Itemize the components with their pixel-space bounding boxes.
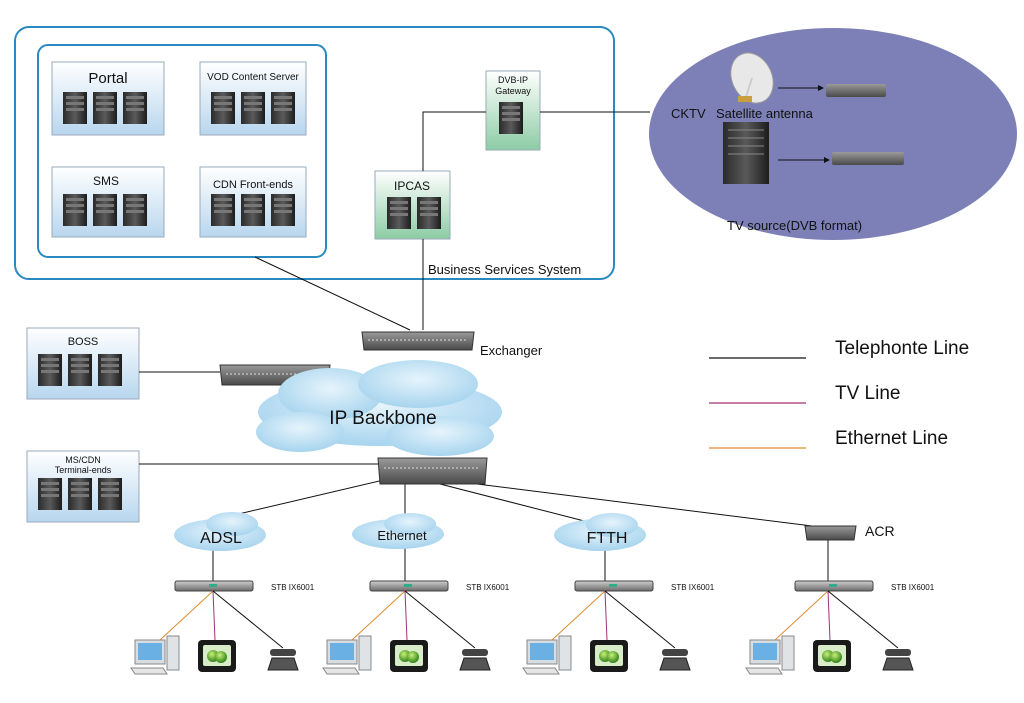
server-icon [241,194,265,226]
business-services-panel [14,26,615,280]
client-site: STB IX6001 [322,580,510,675]
ipcas-group[interactable]: IPCAS [374,170,451,240]
cktv-rack-icon [723,122,769,184]
tv-source-caption: TV source(DVB format) [727,218,862,233]
ftth-cloud: FTTH [554,513,646,551]
adsl-label: ADSL [200,530,242,547]
stb-label: STB IX6001 [271,583,315,592]
client-site: STB IX6001 [130,580,315,675]
stb-box-icon[interactable] [369,580,449,592]
stb-label: STB IX6001 [671,583,715,592]
cdn-front-label: CDN Front-ends [213,179,294,191]
cdn-front-ends-group[interactable]: CDN Front-ends [199,166,307,238]
connection-lines [139,111,829,582]
content-servers-panel [37,44,327,258]
server-icon [123,92,147,124]
server-icon [241,92,265,124]
stb-label: STB IX6001 [466,583,510,592]
tv-icon [390,640,428,672]
ipcas-label: IPCAS [394,179,430,193]
server-icon [93,92,117,124]
computer-icon [522,635,572,675]
server-icon [68,478,92,510]
server-icon [499,102,523,134]
server-icon [93,194,117,226]
ftth-label: FTTH [587,530,628,547]
telephone-icon [459,649,491,671]
computer-icon [322,635,372,675]
sat-receiver-icon [826,84,886,97]
ethernet-label: Ethernet [377,528,427,543]
server-icon [63,194,87,226]
legend-label: Telephonte Line [835,338,969,359]
acr-label: ACR [865,523,895,539]
telephone-icon [267,649,299,671]
vod-content-server-group[interactable]: VOD Content Server [199,61,307,136]
satellite-dish-icon [730,52,774,104]
legend-item: TV Line [709,383,900,404]
adsl-cloud: ADSL [174,512,266,551]
ip-backbone-cloud: IP Backbone [256,360,502,456]
sms-label: SMS [93,174,119,188]
server-icon [38,478,62,510]
stb-box-icon[interactable] [174,580,254,592]
server-icon [68,354,92,386]
computer-icon [130,635,180,675]
server-icon [211,92,235,124]
tv-source-ellipse [649,28,1017,240]
client-site: STB IX6001 [522,580,715,675]
legend-item: Ethernet Line [709,428,948,449]
acr-device-icon[interactable] [804,525,857,541]
portal-label: Portal [88,70,127,87]
client-site: STB IX6001 [745,580,935,675]
ip-backbone-label: IP Backbone [329,408,436,429]
legend-label: TV Line [835,383,900,404]
server-icon [417,197,441,229]
sms-group[interactable]: SMS [51,166,165,238]
client-sites: STB IX6001 STB IX6001 STB IX6001 STB IX6001 [130,580,935,675]
server-icon [271,92,295,124]
portal-group[interactable]: Portal [51,61,165,136]
access-switch-icon[interactable] [377,457,488,485]
satellite-label: Satellite antenna [716,106,814,121]
legend-label: Ethernet Line [835,428,948,449]
ms-cdn-terminal-group[interactable]: MS/CDN Terminal-ends [26,450,140,523]
tv-icon [813,640,851,672]
legend-item: Telephonte Line [709,338,969,359]
vod-label: VOD Content Server [207,72,299,83]
boss-group[interactable]: BOSS [26,327,140,400]
terminal-ends-label: Terminal-ends [55,465,112,475]
dvb-ip-label: DVB-IP [498,75,528,85]
ms-cdn-label: MS/CDN [65,455,101,465]
gateway-label: Gateway [495,86,531,96]
stb-box-icon[interactable] [794,580,874,592]
stb-box-icon[interactable] [574,580,654,592]
server-icon [211,194,235,226]
telephone-icon [659,649,691,671]
exchanger-switch-icon[interactable] [361,331,475,351]
stb-label: STB IX6001 [891,583,935,592]
tv-icon [590,640,628,672]
cktv-label: CKTV [671,106,706,121]
server-icon [63,92,87,124]
server-icon [98,478,122,510]
server-icon [98,354,122,386]
ethernet-cloud: Ethernet [352,513,444,549]
boss-label: BOSS [68,336,99,348]
server-icon [38,354,62,386]
cktv-switch-icon [832,152,904,165]
business-services-label: Business Services System [428,262,581,277]
server-icon [271,194,295,226]
computer-icon [745,635,795,675]
exchanger-label: Exchanger [480,343,543,358]
server-icon [123,194,147,226]
dvb-ip-gateway-group[interactable]: DVB-IP Gateway [485,70,541,151]
telephone-icon [882,649,914,671]
tv-icon [198,640,236,672]
server-icon [387,197,411,229]
